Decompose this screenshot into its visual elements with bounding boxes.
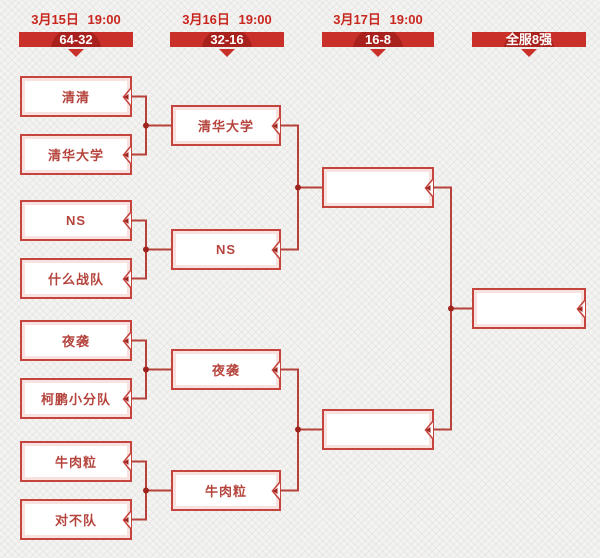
notch-icon [122, 451, 132, 472]
connector-pair-2 [131, 219, 147, 280]
slot-round1-7: 牛肉粒 [20, 441, 132, 482]
slot-round1-4: 什么战队 [20, 258, 132, 299]
notch-icon [122, 144, 132, 165]
notch-icon [122, 330, 132, 351]
triangle-down-icon [219, 49, 235, 57]
slot-round2-2: NS [171, 229, 281, 270]
connector-pair-4 [131, 460, 147, 521]
slot-round1-2: 清华大学 [20, 134, 132, 175]
notch-icon [271, 480, 281, 501]
junction-dot [143, 366, 149, 373]
team-name: 夜袭 [61, 334, 90, 349]
junction-dot [143, 487, 149, 494]
notch-icon [271, 115, 281, 136]
slot-round3-1 [322, 167, 434, 208]
junction-dot [295, 426, 301, 433]
round1-date: 3月15日 19:00 [31, 12, 121, 27]
notch-icon [424, 419, 434, 440]
slot-final [472, 288, 586, 329]
notch-icon [271, 359, 281, 380]
slot-round1-8: 对不队 [20, 499, 132, 540]
team-name: 夜袭 [211, 363, 240, 378]
final-stage-banner: 全服8强 [472, 32, 586, 47]
round2-stage-banner: 32-16 [170, 32, 284, 47]
notch-icon [122, 509, 132, 530]
slot-round2-1: 清华大学 [171, 105, 281, 146]
connector-pair-3 [131, 339, 147, 400]
round3-stage-banner: 16-8 [322, 32, 434, 47]
junction-dot [448, 305, 454, 312]
notch-icon [122, 388, 132, 409]
slot-round1-3: NS [20, 200, 132, 241]
notch-icon [122, 268, 132, 289]
junction-dot [295, 184, 301, 191]
notch-icon [122, 210, 132, 231]
round1-stage-banner: 64-32 [19, 32, 133, 47]
team-name: NS [65, 213, 87, 228]
team-name: 清清 [61, 90, 90, 105]
notch-icon [122, 86, 132, 107]
slot-round2-4: 牛肉粒 [171, 470, 281, 511]
slot-round1-6: 柯鹏小分队 [20, 378, 132, 419]
round2-date: 3月16日 19:00 [182, 12, 272, 27]
round3-date: 3月17日 19:00 [333, 12, 423, 27]
team-name: 清华大学 [47, 148, 104, 163]
connector-pair-6 [280, 368, 299, 492]
slot-round2-3: 夜袭 [171, 349, 281, 390]
team-name: 牛肉粒 [204, 484, 247, 499]
connector-pair-5 [280, 124, 299, 251]
triangle-down-icon [521, 49, 537, 57]
connector-pair-1 [131, 95, 147, 156]
team-name: NS [215, 242, 237, 257]
slot-round3-2 [322, 409, 434, 450]
slot-round1-1: 清清 [20, 76, 132, 117]
team-name: 对不队 [54, 513, 97, 528]
triangle-down-icon [370, 49, 386, 57]
notch-icon [271, 239, 281, 260]
triangle-down-icon [68, 49, 84, 57]
team-name: 什么战队 [47, 272, 104, 287]
junction-dot [143, 246, 149, 253]
team-name: 柯鹏小分队 [40, 392, 111, 407]
notch-icon [576, 298, 586, 319]
notch-icon [424, 177, 434, 198]
team-name: 牛肉粒 [54, 455, 97, 470]
slot-round1-5: 夜袭 [20, 320, 132, 361]
junction-dot [143, 122, 149, 129]
connector-pair-7 [433, 186, 452, 431]
team-name: 清华大学 [197, 119, 254, 134]
